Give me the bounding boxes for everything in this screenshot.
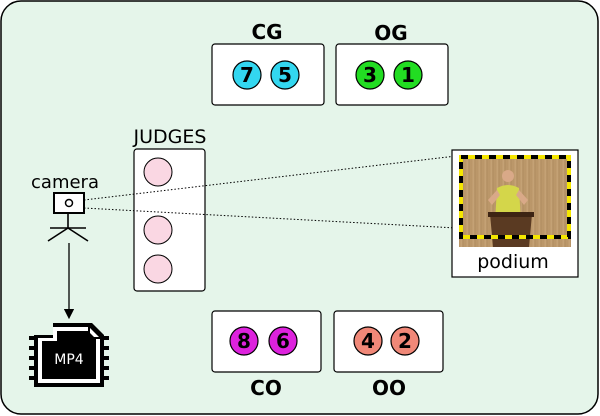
speaker-2-label: 2 (398, 329, 412, 353)
judge-seat-2 (143, 215, 173, 245)
speaker-4-label: 4 (361, 329, 375, 353)
team-co: 8 6 CO (211, 310, 322, 400)
team-cg-label: CG (251, 20, 282, 44)
team-co-box (211, 310, 322, 373)
podium-view: podium (451, 149, 579, 278)
mp4-file-icon: MP4 (29, 323, 109, 387)
mp4-label: MP4 (54, 352, 84, 368)
speaker-3-label: 3 (363, 63, 377, 87)
team-og-box (335, 43, 449, 106)
judge-seat-3 (143, 254, 173, 284)
camera-view-line-top (83, 155, 457, 201)
camera-operator: camera (31, 172, 99, 242)
speaker-8 (229, 326, 259, 356)
speaker-3 (355, 60, 385, 90)
team-cg: CG 7 5 (211, 20, 325, 106)
person-left-leg (47, 227, 69, 242)
speaker-4 (353, 326, 383, 356)
speaker-6-label: 6 (276, 329, 290, 353)
team-og-label: OG (374, 21, 407, 45)
speaker-5-label: 5 (278, 63, 292, 87)
team-cg-box (211, 43, 325, 106)
speaker-2 (390, 326, 420, 356)
speaker-8-label: 8 (237, 329, 251, 353)
podium-label: podium (477, 251, 549, 273)
judge-seat-1 (143, 157, 173, 187)
person-right-leg (67, 227, 89, 242)
speaker-5 (270, 60, 300, 90)
team-oo-label: OO (372, 376, 406, 400)
speaker-7-label: 7 (240, 63, 254, 87)
speaker-photo (459, 155, 571, 247)
speaker-7 (232, 60, 262, 90)
team-og: OG 3 1 (335, 21, 449, 106)
camera-lens-icon (64, 198, 74, 208)
team-co-label: CO (250, 376, 282, 400)
team-oo-box (333, 310, 444, 373)
speaker-1-label: 1 (401, 63, 415, 87)
camera-view-line-bottom (83, 207, 457, 229)
camera-label: camera (31, 172, 99, 193)
judges-panel: JUDGES (133, 126, 207, 292)
speaker-1 (393, 60, 423, 90)
team-oo: 4 2 OO (333, 310, 444, 400)
judges-label: JUDGES (133, 126, 207, 148)
speaker-6 (268, 326, 298, 356)
